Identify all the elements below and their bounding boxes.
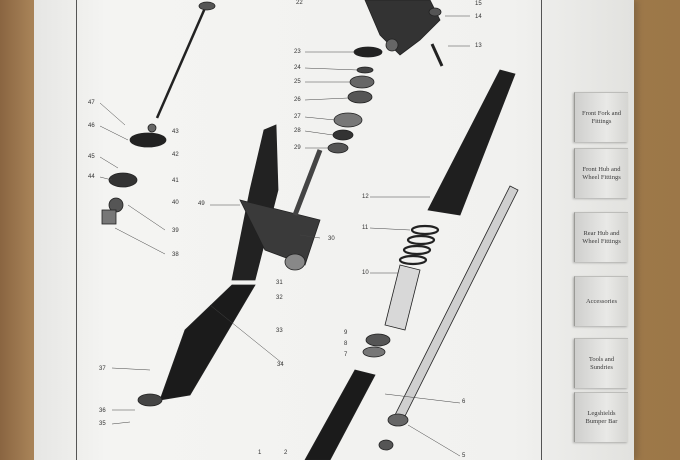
callout-29: 29	[294, 145, 301, 151]
callout-44: 44	[88, 174, 95, 180]
top-bracket	[364, 0, 441, 56]
callout-1: 1	[258, 450, 262, 456]
tab-label: Tools and Sundries	[588, 356, 615, 371]
callout-38: 38	[172, 252, 179, 258]
part-28	[332, 129, 354, 141]
part-9	[365, 333, 391, 347]
callout-49: 49	[198, 201, 205, 207]
part-5	[387, 413, 409, 427]
leader-lines	[99, 15, 470, 457]
callout-39: 39	[172, 228, 179, 234]
callout-37: 37	[99, 366, 106, 372]
callout-26: 26	[294, 97, 301, 103]
callout-10: 10	[362, 270, 369, 276]
part-38	[101, 209, 117, 225]
tab-label: Legshields Bumper Bar	[585, 410, 618, 425]
part-8-7	[362, 346, 386, 358]
bracket-nut	[385, 38, 399, 52]
tab-label: Front Hub and Wheel Fittings	[582, 166, 621, 181]
tab-front-fork[interactable]: Front Fork and Fittings	[574, 92, 628, 142]
left-fork-end	[137, 393, 163, 407]
callout-13: 13	[475, 43, 482, 49]
callout-30: 30	[328, 236, 335, 242]
callout-35: 35	[99, 421, 106, 427]
part-25	[349, 75, 375, 89]
right-fork-upper-12	[427, 69, 516, 216]
part-26	[347, 90, 373, 104]
part-3	[378, 439, 394, 451]
callout-43: 43	[172, 129, 179, 135]
callout-14: 14	[475, 14, 482, 20]
callout-24: 24	[294, 65, 301, 71]
page-frame-right	[541, 0, 543, 460]
callout-28: 28	[294, 128, 301, 134]
callout-8: 8	[344, 341, 348, 347]
tab-front-hub[interactable]: Front Hub and Wheel Fittings	[574, 148, 628, 198]
callout-42: 42	[172, 152, 179, 158]
callout-9: 9	[344, 330, 348, 336]
sleeve-10	[384, 264, 421, 331]
callout-36: 36	[99, 408, 106, 414]
callout-33: 33	[276, 328, 283, 334]
page-frame-left	[76, 0, 78, 460]
catalogue-page	[34, 0, 634, 460]
part-23	[353, 46, 383, 58]
steering-spindle	[155, 7, 207, 119]
callout-6: 6	[462, 399, 466, 405]
right-fork-lower	[304, 369, 376, 460]
part-43	[147, 123, 157, 133]
part-29	[327, 142, 349, 154]
callout-34: 34	[277, 362, 284, 368]
callout-2: 2	[284, 450, 288, 456]
tab-label: Front Fork and Fittings	[582, 110, 621, 125]
left-fork-lower	[159, 284, 256, 401]
left-fork-upper	[231, 124, 279, 281]
callout-31: 31	[276, 280, 283, 286]
tube-6	[394, 185, 519, 421]
spindle-top	[198, 1, 216, 11]
part-42	[129, 132, 167, 148]
tab-rear-hub[interactable]: Rear Hub and Wheel Fittings	[574, 212, 628, 262]
tab-label: Rear Hub and Wheel Fittings	[582, 230, 621, 245]
callout-47: 47	[88, 100, 95, 106]
callout-46: 46	[88, 123, 95, 129]
part-24	[356, 66, 374, 74]
tab-label: Accessories	[585, 297, 618, 305]
spring-11	[398, 224, 440, 266]
part-40-41	[108, 172, 138, 188]
callout-32: 32	[276, 295, 283, 301]
part-27	[333, 112, 363, 128]
callout-7: 7	[344, 352, 348, 358]
spring-rod	[292, 149, 323, 216]
tab-legshields[interactable]: Legshields Bumper Bar	[574, 392, 628, 442]
callout-11: 11	[362, 225, 369, 231]
callout-5: 5	[462, 453, 466, 459]
callout-15: 15	[475, 1, 482, 7]
part-14	[428, 7, 442, 17]
callout-12: 12	[362, 194, 369, 200]
callout-23: 23	[294, 49, 301, 55]
callout-27: 27	[294, 114, 301, 120]
callout-25: 25	[294, 79, 301, 85]
callout-41: 41	[172, 178, 179, 184]
callout-40: 40	[172, 200, 179, 206]
tab-accessories[interactable]: Accessories	[574, 276, 628, 326]
tab-tools-sundries[interactable]: Tools and Sundries	[574, 338, 628, 388]
bolt-13	[430, 43, 444, 67]
callout-22: 22	[296, 0, 303, 6]
bracket-eye	[284, 253, 306, 271]
callout-45: 45	[88, 154, 95, 160]
